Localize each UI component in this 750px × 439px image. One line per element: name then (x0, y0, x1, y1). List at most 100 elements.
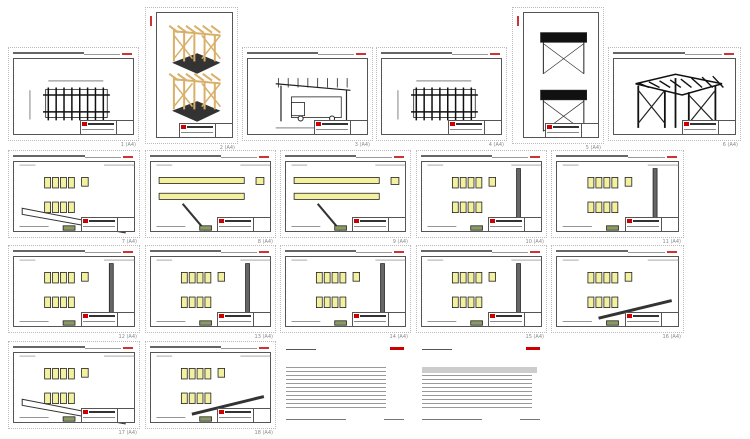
logo (450, 122, 455, 126)
header-line (13, 346, 85, 348)
title-block (81, 312, 135, 327)
header-line (13, 250, 85, 252)
title-block (217, 217, 271, 232)
header-line (381, 52, 452, 54)
logo (219, 410, 224, 414)
page-thumbnail-parts-list[interactable] (282, 341, 410, 429)
title-block (217, 312, 271, 327)
drawing-frame (247, 58, 368, 135)
drawing-frame (421, 256, 542, 327)
accent-mark (356, 53, 366, 55)
page-thumbnail[interactable]: 12 (A4) (8, 245, 140, 340)
title-block (352, 217, 406, 232)
page-thumbnail[interactable]: 10 (A4) (416, 150, 547, 245)
accent-mark (122, 53, 132, 55)
page-label: 1 (A4) (120, 142, 136, 148)
accent-mark (667, 251, 677, 253)
logo (219, 219, 224, 223)
drawing-frame (613, 58, 736, 135)
page-thumbnail[interactable]: 3 (A4) (242, 47, 373, 148)
page-label: 15 (A4) (525, 334, 544, 340)
page-label: 9 (A4) (392, 239, 408, 245)
drawing-thumbnail (540, 32, 588, 132)
drawing-frame (13, 161, 135, 232)
drawing-frame (13, 256, 135, 327)
title-block (625, 217, 679, 232)
header-line (421, 250, 492, 252)
logo (83, 410, 88, 414)
header-line (220, 157, 257, 158)
page-thumbnail[interactable]: 15 (A4) (416, 245, 547, 340)
page-thumbnail[interactable]: 18 (A4) (145, 341, 276, 436)
page-thumbnail[interactable]: 5 (A4) (512, 7, 604, 151)
header-line (220, 348, 257, 349)
title-block (81, 217, 135, 232)
page-thumbnail[interactable]: 1 (A4) (8, 47, 139, 148)
page-thumbnail[interactable]: 2 (A4) (145, 7, 238, 151)
page-label: 14 (A4) (389, 334, 408, 340)
header-line (613, 52, 686, 54)
drawing-frame (150, 161, 271, 232)
page-label: 5 (A4) (585, 145, 601, 151)
page-thumbnail[interactable]: 8 (A4) (145, 150, 276, 245)
title-block (179, 123, 233, 138)
page-label: 13 (A4) (254, 334, 273, 340)
drawing-frame (150, 256, 271, 327)
title-block (625, 312, 679, 327)
page-thumbnail[interactable]: 14 (A4) (280, 245, 411, 340)
drawing-frame (381, 58, 502, 135)
accent-mark (259, 251, 269, 253)
header-line (13, 155, 85, 157)
page-label: 6 (A4) (722, 142, 738, 148)
page-thumbnail[interactable]: 7 (A4) (8, 150, 140, 245)
page-thumbnail[interactable]: 16 (A4) (551, 245, 684, 340)
title-block (488, 312, 542, 327)
title-block (682, 120, 736, 135)
drawing-thumbnail (29, 80, 110, 121)
accent-mark (394, 156, 404, 158)
drawing-frame (285, 256, 406, 327)
title-block (314, 120, 368, 135)
accent-mark (667, 156, 677, 158)
drawing-thumbnail (427, 259, 542, 326)
page-thumbnail[interactable]: 6 (A4) (608, 47, 741, 148)
drawing-frame (150, 352, 271, 423)
header-line (355, 252, 392, 253)
accent-mark (259, 156, 269, 158)
drawing-thumbnail (156, 164, 271, 231)
header-line (317, 54, 354, 55)
header-line (685, 54, 722, 55)
logo (354, 314, 359, 318)
title-block (81, 408, 135, 423)
drawing-thumbnail (19, 259, 135, 326)
accent-mark (490, 53, 500, 55)
page-label: 4 (A4) (488, 142, 504, 148)
header-line (247, 52, 318, 54)
drawing-thumbnail (562, 164, 679, 231)
page-thumbnail[interactable]: 4 (A4) (376, 47, 507, 148)
page-label: 12 (A4) (118, 334, 137, 340)
logo (547, 125, 552, 129)
title-block (80, 120, 134, 135)
page-thumbnail[interactable]: 11 (A4) (551, 150, 684, 245)
page-label: 2 (A4) (219, 145, 235, 151)
header-line (150, 250, 221, 252)
accent-mark (123, 251, 133, 253)
accent-mark (530, 156, 540, 158)
page-label: 7 (A4) (121, 239, 137, 245)
drawing-thumbnail (168, 25, 221, 122)
drawing-frame (556, 161, 679, 232)
drawing-frame (556, 256, 679, 327)
accent-mark (259, 347, 269, 349)
page-thumbnail[interactable]: 9 (A4) (280, 150, 411, 245)
logo (490, 314, 495, 318)
drawing-thumbnail (397, 80, 478, 121)
page-thumbnail[interactable]: 17 (A4) (8, 341, 140, 436)
title-block (217, 408, 271, 423)
drawing-thumbnail (275, 78, 351, 129)
page-thumbnail[interactable]: 13 (A4) (145, 245, 276, 340)
page-label: 18 (A4) (254, 430, 273, 436)
header-line (84, 252, 121, 253)
accent-mark (394, 251, 404, 253)
page-thumbnail-parts-list[interactable] (418, 341, 546, 429)
